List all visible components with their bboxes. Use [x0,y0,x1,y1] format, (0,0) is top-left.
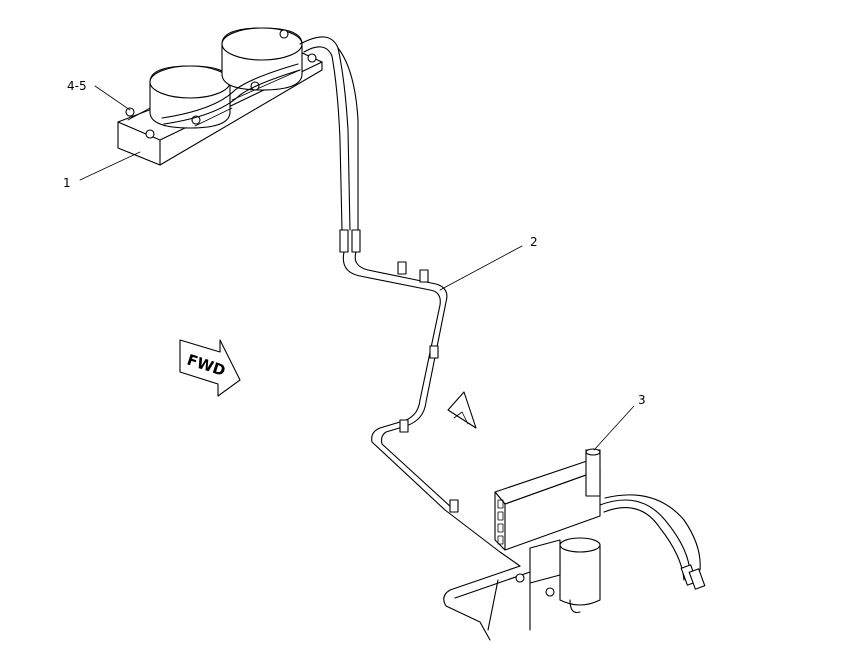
view-indicator [447,391,477,429]
callout-1: 1 [63,151,141,190]
callout-3: 3 [593,393,646,451]
callout-label-1: 1 [63,176,71,190]
callout-4-5: 4-5 [67,79,131,111]
callout-label-3: 3 [638,393,646,407]
callout-label-2: 2 [530,235,538,249]
callout-label-4-5: 4-5 [67,79,87,93]
canister-assembly [117,27,323,166]
hose-line-assembly [299,36,521,567]
callout-2: 2 [439,235,538,291]
lower-component-assembly [443,448,706,641]
forward-arrow: FWD [179,339,241,397]
